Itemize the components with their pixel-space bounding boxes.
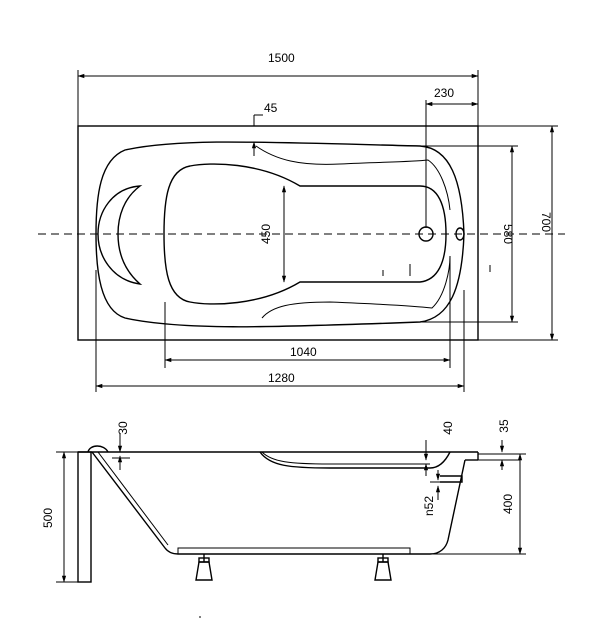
rim-upper-curve [255,145,451,211]
overflow-hole [455,227,465,241]
foot-left [195,554,213,581]
dim-panel-height: 500 [41,508,55,528]
base-plate [177,547,411,555]
overflow-fitting [440,475,463,483]
top-view: 1500 230 45 450 580 700 1040 1280 [38,51,565,392]
dim-bath-height: 400 [501,494,515,514]
dim-drain-offset: 230 [434,86,454,100]
dim-drain-diameter: n52 [422,496,436,516]
dim-inner-width: 450 [259,224,273,244]
dim-inner-length: 1280 [268,371,295,385]
dim-rim-thickness: 30 [116,421,130,435]
rim-lower-curve [261,255,451,319]
bowl-inner-contour [163,163,447,305]
dim-total-length: 1500 [268,51,295,65]
tub-outline-rect [77,125,479,341]
headrest-shape [97,185,143,286]
dim-drain-height: 40 [441,421,455,435]
rim-recess [259,451,451,469]
dim-bowl-width: 580 [501,224,515,244]
side-view: 30 40 35 n52 400 500 [41,419,526,618]
dim-overflow-offset: 35 [497,419,511,433]
dim-bottom-length: 1040 [290,345,317,359]
rim-curl [87,445,109,453]
side-panel [77,451,92,583]
foot-right [374,554,392,581]
dim-total-width: 700 [539,212,553,232]
dim-rim-width: 45 [264,101,278,115]
